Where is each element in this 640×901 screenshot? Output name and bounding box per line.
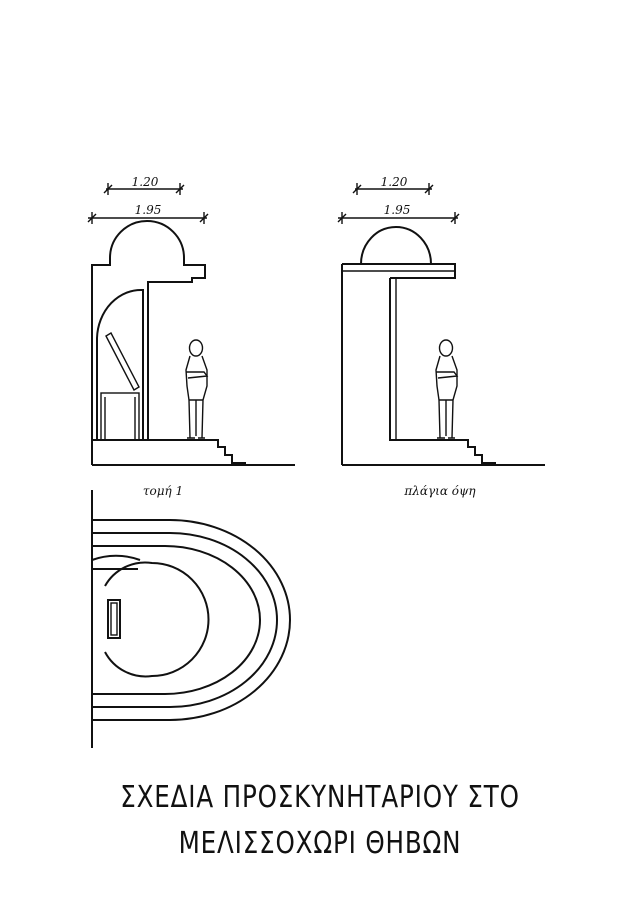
dimension-label-top: 1.20 bbox=[132, 175, 159, 189]
dimension-1-95-section: 1.95 bbox=[87, 203, 209, 224]
drawing-title-line-1: ΣΧΕΔΙΑ ΠΡΟΣΚΥΝΗΤΑΡΙΟΥ ΣΤΟ bbox=[120, 780, 520, 815]
section-view-caption: τομή 1 bbox=[143, 484, 183, 498]
dimension-1-20-side: 1.20 bbox=[352, 175, 434, 195]
dimension-label-bottom: 1.95 bbox=[384, 203, 411, 217]
dimension-label-top: 1.20 bbox=[381, 175, 408, 189]
dimension-1-95-side: 1.95 bbox=[337, 203, 460, 224]
human-figure-side bbox=[435, 339, 459, 439]
section-view: 1.20 1.95 bbox=[87, 175, 295, 498]
side-view: 1.20 1.95 bbox=[337, 175, 545, 498]
human-figure-section bbox=[185, 339, 209, 439]
plan-view bbox=[91, 490, 291, 748]
drawing-title-line-2: ΜΕΛΙΣΣΟΧΩΡΙ ΘΗΒΩΝ bbox=[178, 826, 462, 861]
side-view-caption: πλάγια όψη bbox=[403, 484, 476, 498]
dimension-1-20-section: 1.20 bbox=[103, 175, 185, 195]
shrine-side-outline bbox=[341, 226, 545, 466]
shrine-section-outline bbox=[91, 220, 295, 466]
dimension-label-bottom: 1.95 bbox=[135, 203, 162, 217]
